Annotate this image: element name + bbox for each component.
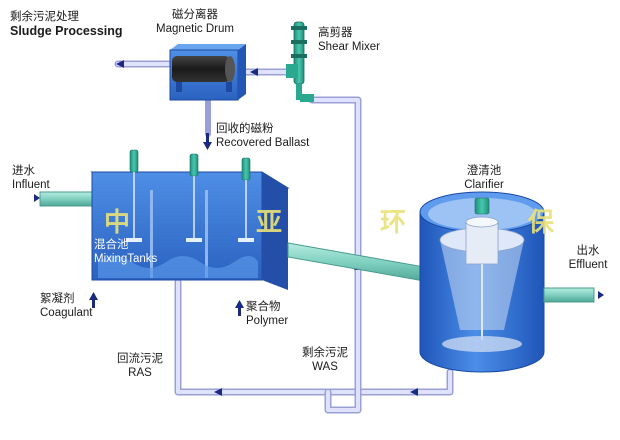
label-en: Influent <box>12 179 50 191</box>
ballast-arrow-head <box>203 142 212 150</box>
ballast-arrow-shaft <box>206 133 209 143</box>
label-zh: 进水 <box>12 165 35 177</box>
influent-arrow <box>34 194 40 202</box>
coagulant-arrow-head <box>89 292 98 300</box>
ras-arrow-2 <box>410 388 418 396</box>
label-zh: 混合池 <box>94 239 129 251</box>
label-en: MixingTanks <box>94 253 158 265</box>
return-pipes <box>114 60 454 414</box>
magnetic-drum <box>169 44 246 101</box>
label-was: 剩余污泥 WAS <box>290 346 360 374</box>
label-en: Polymer <box>246 315 289 327</box>
watermark-char-2: 亚 <box>256 208 283 238</box>
label-zh: 高剪器 <box>318 27 353 39</box>
polymer-arrow-shaft <box>238 306 241 316</box>
label-en: Sludge Processing <box>10 24 123 38</box>
label-zh: 出水 <box>576 245 600 257</box>
coagulant-arrow-shaft <box>92 298 95 308</box>
ras-arrow <box>214 388 222 396</box>
watermark-char-4: 保 <box>528 208 555 238</box>
label-en: Magnetic Drum <box>156 23 234 35</box>
watermark-char-3: 环 <box>380 208 407 238</box>
label-en: WAS <box>312 361 338 373</box>
label-en: Recovered Ballast <box>216 137 310 149</box>
label-zh: 聚合物 <box>246 301 281 313</box>
label-magnetic-drum: 磁分离器 Magnetic Drum <box>150 8 240 36</box>
label-effluent: 出水 Effluent <box>560 244 616 272</box>
shear-mixer <box>286 21 314 102</box>
mixing-tanks <box>90 149 290 290</box>
label-zh: 回流污泥 <box>117 353 163 365</box>
watermark-char-1: 中 <box>104 208 131 238</box>
label-en: Shear Mixer <box>318 41 380 53</box>
clarifier <box>419 191 545 373</box>
effluent-arrow <box>598 291 604 299</box>
sludge-out-arrow <box>116 60 124 68</box>
label-zh: 磁分离器 <box>172 9 218 21</box>
label-en: Coagulant <box>40 307 93 319</box>
label-zh: 剩余污泥处理 <box>10 11 79 23</box>
label-coagulant: 絮凝剂 Coagulant <box>40 292 92 320</box>
label-zh: 澄清池 <box>466 165 502 177</box>
label-en: Clarifier <box>464 179 504 191</box>
label-recovered-ballast: 回收的磁粉 Recovered Ballast <box>216 122 309 150</box>
label-clarifier: 澄清池 Clarifier <box>452 164 516 192</box>
label-zh: 回收的磁粉 <box>216 123 274 135</box>
label-zh: 剩余污泥 <box>302 347 348 359</box>
polymer-arrow-head <box>235 300 244 308</box>
label-ras: 回流污泥 RAS <box>110 352 170 380</box>
label-zh: 絮凝剂 <box>40 293 75 305</box>
label-polymer: 聚合物 Polymer <box>246 300 288 328</box>
label-shear-mixer: 高剪器 Shear Mixer <box>318 26 380 54</box>
influent-pipe <box>39 191 101 207</box>
drum-feed-arrow <box>250 68 258 76</box>
label-en: Effluent <box>568 259 608 271</box>
label-sludge-processing: 剩余污泥处理 Sludge Processing <box>10 10 123 38</box>
effluent-pipe <box>543 287 595 303</box>
label-influent: 进水 Influent <box>12 164 50 192</box>
label-mixing-tanks: 混合池 MixingTanks <box>94 238 157 266</box>
label-en: RAS <box>128 367 152 379</box>
